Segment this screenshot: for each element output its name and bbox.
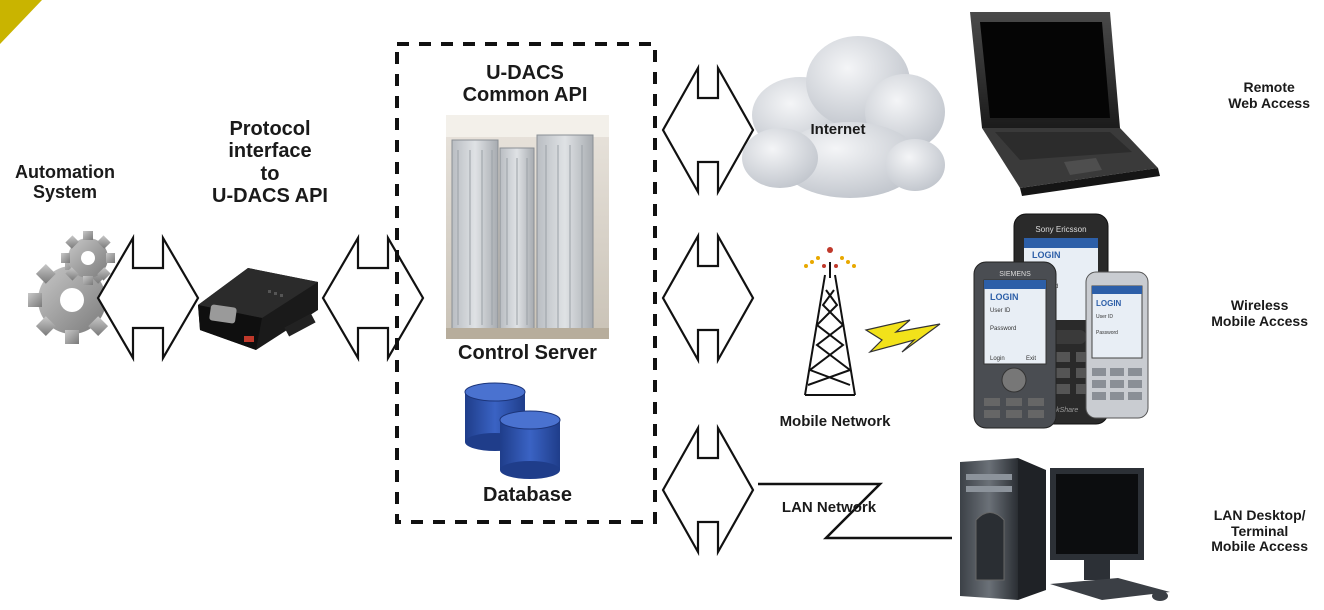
internet-label: Internet	[810, 121, 866, 138]
server-rack-photo	[446, 115, 609, 339]
phone-userid-2: User ID	[990, 308, 1011, 314]
phone-password-3: Password	[1096, 330, 1118, 336]
phone-brand-1: Sony Ericsson	[1035, 225, 1086, 234]
laptop-icon	[970, 12, 1160, 196]
double-arrow-device-server	[321, 233, 425, 363]
database-icon	[464, 382, 561, 479]
remote-web-access-line-2: Web Access	[1228, 94, 1310, 111]
phone-quickshare: QuickShare	[1042, 407, 1079, 414]
protocol-interface-label: Protocol interface to U-DACS API	[180, 118, 360, 208]
mobile-network-label: Mobile Network	[779, 413, 891, 430]
automation-system-label: Automation System	[5, 162, 125, 202]
common-api-label: U-DACS Common API	[430, 62, 620, 107]
phone-login-2: LOGIN	[990, 292, 1019, 302]
wireless-mobile-access-line-1: Wireless	[1230, 297, 1289, 313]
control-server-label: Control Server	[458, 342, 597, 364]
phone-login-key: Login	[990, 356, 1005, 362]
desktop-computer-icon	[960, 458, 1170, 601]
double-arrow-mobile	[661, 231, 755, 365]
protocol-interface-line-3: to	[260, 162, 280, 185]
wireless-mobile-access-line-2: Mobile Access	[1211, 312, 1308, 329]
tower-signal-icon	[804, 247, 856, 268]
phone-brand-2: SIEMENS	[999, 271, 1031, 278]
double-arrow-lan	[661, 423, 755, 557]
phone-login-3: LOGIN	[1096, 299, 1122, 308]
remote-web-access-label: Remote Web Access	[1228, 79, 1310, 111]
phone-userid-3: User ID	[1096, 314, 1113, 320]
cell-tower-icon	[804, 262, 856, 396]
protocol-interface-line-1: Protocol	[229, 118, 311, 140]
protocol-interface-line-4: U-DACS API	[212, 185, 328, 208]
lan-network-label: LAN Network	[781, 499, 877, 516]
wireless-mobile-access-label: Wireless Mobile Access	[1211, 297, 1308, 329]
common-api-box	[395, 42, 657, 524]
internet-cloud-icon	[742, 36, 945, 198]
lightning-icon	[864, 319, 941, 354]
database-label: Database	[483, 484, 572, 506]
phone-login-1: LOGIN	[1032, 250, 1061, 260]
protocol-interface-line-2: interface	[228, 140, 312, 163]
common-api-line-2: Common API	[462, 84, 588, 107]
automation-system-line-2: System	[32, 182, 98, 203]
phone-password-2: Password	[990, 326, 1016, 332]
automation-system-line-1: Automation	[15, 162, 115, 182]
double-arrow-gears-device	[96, 233, 200, 363]
protocol-device-icon	[198, 268, 318, 350]
mobile-phones-icon: Sony Ericsson LOGIN User ID Password Qui…	[973, 213, 1149, 429]
corner-accent	[0, 0, 42, 44]
common-api-line-1: U-DACS	[486, 62, 564, 84]
phone-exit-key: Exit	[1026, 356, 1036, 362]
gears-icon	[28, 231, 116, 344]
double-arrow-internet	[661, 63, 755, 197]
lan-cable-line	[758, 482, 952, 540]
lan-desktop-access-line-2: Terminal	[1230, 522, 1289, 539]
lan-desktop-access-line-3: Mobile Access	[1211, 538, 1308, 555]
lan-desktop-access-label: LAN Desktop/ Terminal Mobile Access	[1211, 507, 1308, 555]
remote-web-access-line-1: Remote	[1243, 79, 1295, 95]
lan-desktop-access-line-1: LAN Desktop/	[1213, 507, 1306, 523]
